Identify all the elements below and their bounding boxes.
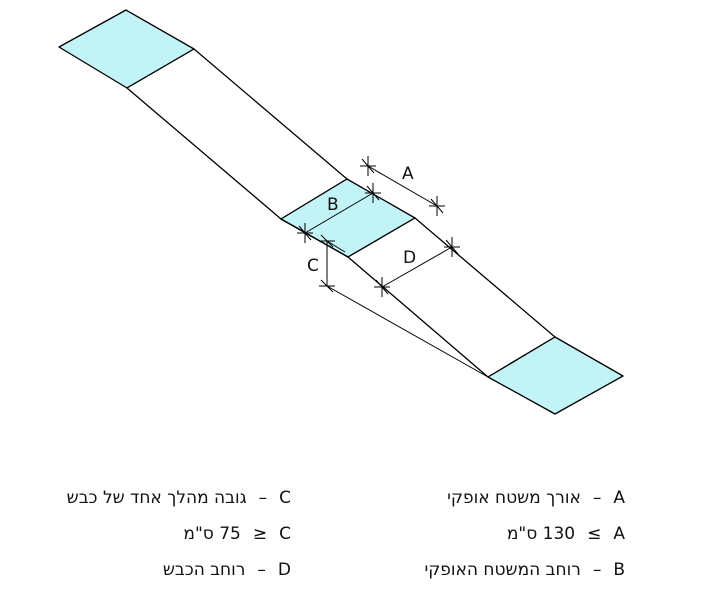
dim-b-tick-2c — [366, 185, 380, 201]
legend-row-d-desc: D–רוחב הכבש — [163, 560, 291, 580]
side-edge-front — [280, 218, 349, 258]
legend-letter: D — [277, 560, 291, 580]
dim-c-tick-2c — [320, 279, 334, 293]
legend-text: 130 ס"מ — [506, 524, 576, 544]
legend-row-c-desc: C–גובה מהלך אחד של כבש — [67, 488, 291, 508]
legend-sep: – — [592, 560, 602, 580]
dim-b-line — [304, 192, 374, 234]
legend-text: גובה מהלך אחד של כבש — [66, 488, 247, 508]
legend-text: רוחב המשטח האופקי — [424, 560, 581, 580]
legend-letter: C — [279, 524, 291, 544]
bottom-landing — [487, 336, 624, 415]
ramp-diagram: A B C D — [58, 9, 624, 415]
dim-label-d: D — [403, 248, 416, 268]
dim-d-tick-1c — [375, 279, 389, 295]
legend-letter: B — [613, 560, 625, 580]
dim-label-a: A — [402, 164, 414, 184]
dim-label-b: B — [327, 195, 339, 215]
legend: A–אורך משטח אופקי A≤130 ס"מ B–רוחב המשטח… — [0, 480, 703, 590]
legend-sep: – — [258, 488, 268, 508]
upper-ramp — [126, 48, 348, 220]
dim-a-tick-2c — [430, 198, 444, 214]
legend-letter: C — [279, 488, 291, 508]
dim-d-tick-2c — [445, 239, 459, 255]
dim-d-line — [381, 246, 453, 288]
legend-row-c-max: C ≥75 ס"מ — [183, 524, 291, 544]
legend-sep: – — [257, 560, 266, 580]
legend-row-b-desc: B–רוחב המשטח האופקי — [424, 560, 625, 580]
legend-sep: ≤ — [587, 524, 602, 544]
dim-a-line — [367, 165, 438, 207]
dim-b-tick-1c — [298, 225, 312, 241]
legend-text: רוחב הכבש — [162, 560, 246, 580]
support-line — [326, 285, 489, 378]
dim-label-c: C — [307, 256, 319, 276]
dim-a-tick-1c — [361, 158, 375, 174]
legend-sep: ≥ — [252, 524, 268, 544]
legend-letter: A — [613, 524, 625, 544]
legend-row-a-desc: A–אורך משטח אופקי — [447, 488, 625, 508]
legend-row-a-min: A ≤130 ס"מ — [507, 524, 625, 544]
dim-c-ext — [326, 240, 346, 253]
legend-sep: – — [592, 488, 602, 508]
legend-text: אורך משטח אופקי — [447, 488, 581, 508]
legend-text: 75 ס"מ — [183, 524, 241, 544]
legend-letter: A — [613, 488, 625, 508]
